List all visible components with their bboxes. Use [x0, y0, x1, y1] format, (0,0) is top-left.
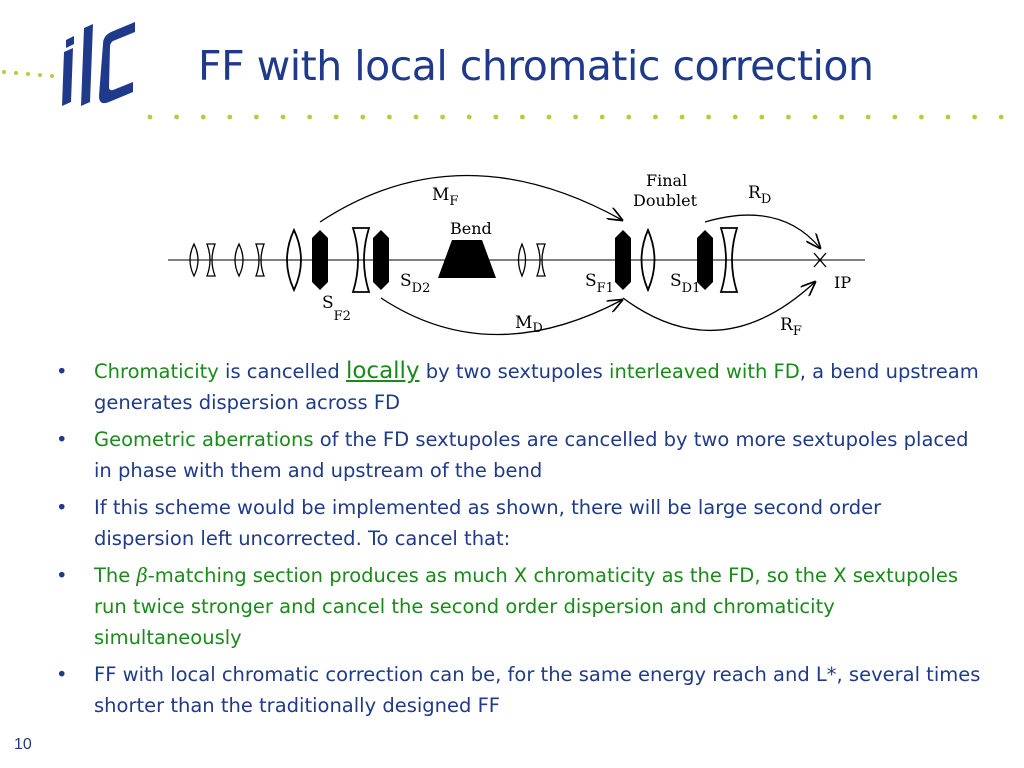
divider-dot	[839, 114, 844, 120]
divider-dot	[972, 114, 977, 120]
sextupole-sd1	[697, 230, 713, 290]
page-title: FF with local chromatic correction	[198, 42, 874, 90]
divider-dot	[892, 114, 898, 120]
upstream-lens-4	[255, 243, 265, 277]
arc-rf	[622, 282, 815, 332]
ip-marker	[813, 252, 827, 268]
divider-dot	[307, 114, 312, 120]
divider-dot	[200, 114, 206, 120]
bullet-dot: •	[56, 496, 68, 519]
divider-dot	[945, 114, 951, 120]
label-md: MD	[515, 313, 543, 336]
divider-dot	[759, 114, 765, 120]
divider-dot	[147, 114, 153, 120]
dotted-divider	[147, 114, 1004, 120]
bullet-text: Geometric aberrations	[94, 428, 314, 451]
bullet-text: interleaved with FD	[609, 360, 800, 383]
bullet-item: • Chromaticity is cancelled locally by tw…	[56, 356, 986, 418]
arc-mf	[319, 174, 622, 223]
divider-dot	[732, 114, 738, 120]
bullet-dot: •	[56, 428, 68, 451]
bullet-text: FF with local chromatic correction can b…	[94, 663, 981, 717]
label-sd2: SD2	[400, 271, 430, 296]
bullet-item: • Geometric aberrations of the FD sextupo…	[56, 424, 986, 486]
ilc-logo: ilc	[2, 22, 135, 106]
bullet-text: If this scheme would be implemented as s…	[94, 496, 882, 550]
divider-dot	[440, 114, 445, 120]
mid-lens-2	[536, 243, 546, 277]
divider-dot	[413, 114, 419, 120]
divider-dot	[786, 114, 791, 120]
label-doublet: Doublet	[633, 191, 698, 210]
bullet-dot: •	[56, 360, 68, 383]
label-sf1: SF1	[585, 271, 614, 296]
lens-d2	[351, 227, 371, 293]
lens-f2	[286, 227, 302, 293]
bullet-item: • If this scheme would be implemented as …	[56, 492, 986, 554]
bullet-text: Chromaticity	[94, 360, 219, 383]
divider-dot	[573, 114, 578, 120]
bullet-text: -matching section produces as much X chr…	[94, 564, 958, 649]
bullet-list: • Chromaticity is cancelled locally by tw…	[56, 356, 986, 727]
bullet-dot: •	[56, 564, 68, 587]
bullet-text: , a bend upstream generates dispersion a…	[94, 360, 979, 414]
label-rf: RF	[780, 315, 802, 339]
label-sf2: SF2	[322, 293, 351, 324]
divider-dot	[333, 114, 339, 120]
upstream-lens-2	[206, 243, 216, 277]
bend-magnet	[438, 240, 496, 278]
divider-dot	[679, 114, 685, 120]
lens-fd-d	[719, 227, 739, 293]
bullet-text: of the FD sextupoles are cancelled by tw…	[94, 428, 969, 482]
divider-dot	[254, 114, 259, 120]
divider-dot	[280, 114, 286, 120]
arc-rd	[704, 214, 820, 248]
divider-dot	[174, 114, 179, 120]
sextupole-sf1	[615, 230, 631, 290]
divider-dot	[626, 114, 632, 120]
sextupole-sf2	[312, 230, 328, 290]
upstream-lens-3	[234, 242, 244, 278]
divider-dot	[360, 114, 366, 120]
divider-dot	[919, 114, 924, 120]
divider-dot	[493, 114, 499, 120]
divider-dot	[998, 114, 1004, 120]
bullet-text: is cancelled	[218, 360, 346, 383]
sextupole-sd2	[373, 230, 389, 290]
slide-number: 10	[14, 736, 32, 753]
divider-dot	[520, 114, 525, 120]
label-sd1: SD1	[670, 271, 700, 296]
ff-diagram: MF Bend Final Doublet RD IP SF2 SD2 MD S…	[168, 171, 865, 339]
upstream-lens-1	[189, 242, 199, 278]
label-rd: RD	[748, 183, 771, 207]
divider-dot	[227, 114, 233, 120]
divider-dot	[653, 114, 658, 120]
divider-dot	[466, 114, 472, 120]
divider-dot	[387, 114, 392, 120]
divider-dot	[865, 114, 871, 120]
label-ip: IP	[834, 273, 851, 292]
bullet-text: by two sextupoles	[419, 360, 610, 383]
arc-md	[380, 297, 622, 336]
divider-dot	[706, 114, 711, 120]
bullet-text: The	[94, 564, 137, 587]
divider-dot	[812, 114, 818, 120]
mid-lens-1	[517, 242, 527, 278]
label-final: Final	[646, 171, 687, 190]
lens-fd-f	[640, 227, 656, 293]
label-mf: MF	[432, 185, 458, 209]
bullet-item: • FF with local chromatic correction can …	[56, 659, 986, 721]
label-bend: Bend	[450, 219, 492, 238]
divider-dot	[546, 114, 552, 120]
bullet-dot: •	[56, 663, 68, 686]
divider-dot	[599, 114, 605, 120]
bullet-text: locally	[345, 358, 420, 384]
bullet-item: • The β-matching section produces as much…	[56, 560, 986, 653]
bullet-text: β	[136, 564, 148, 587]
